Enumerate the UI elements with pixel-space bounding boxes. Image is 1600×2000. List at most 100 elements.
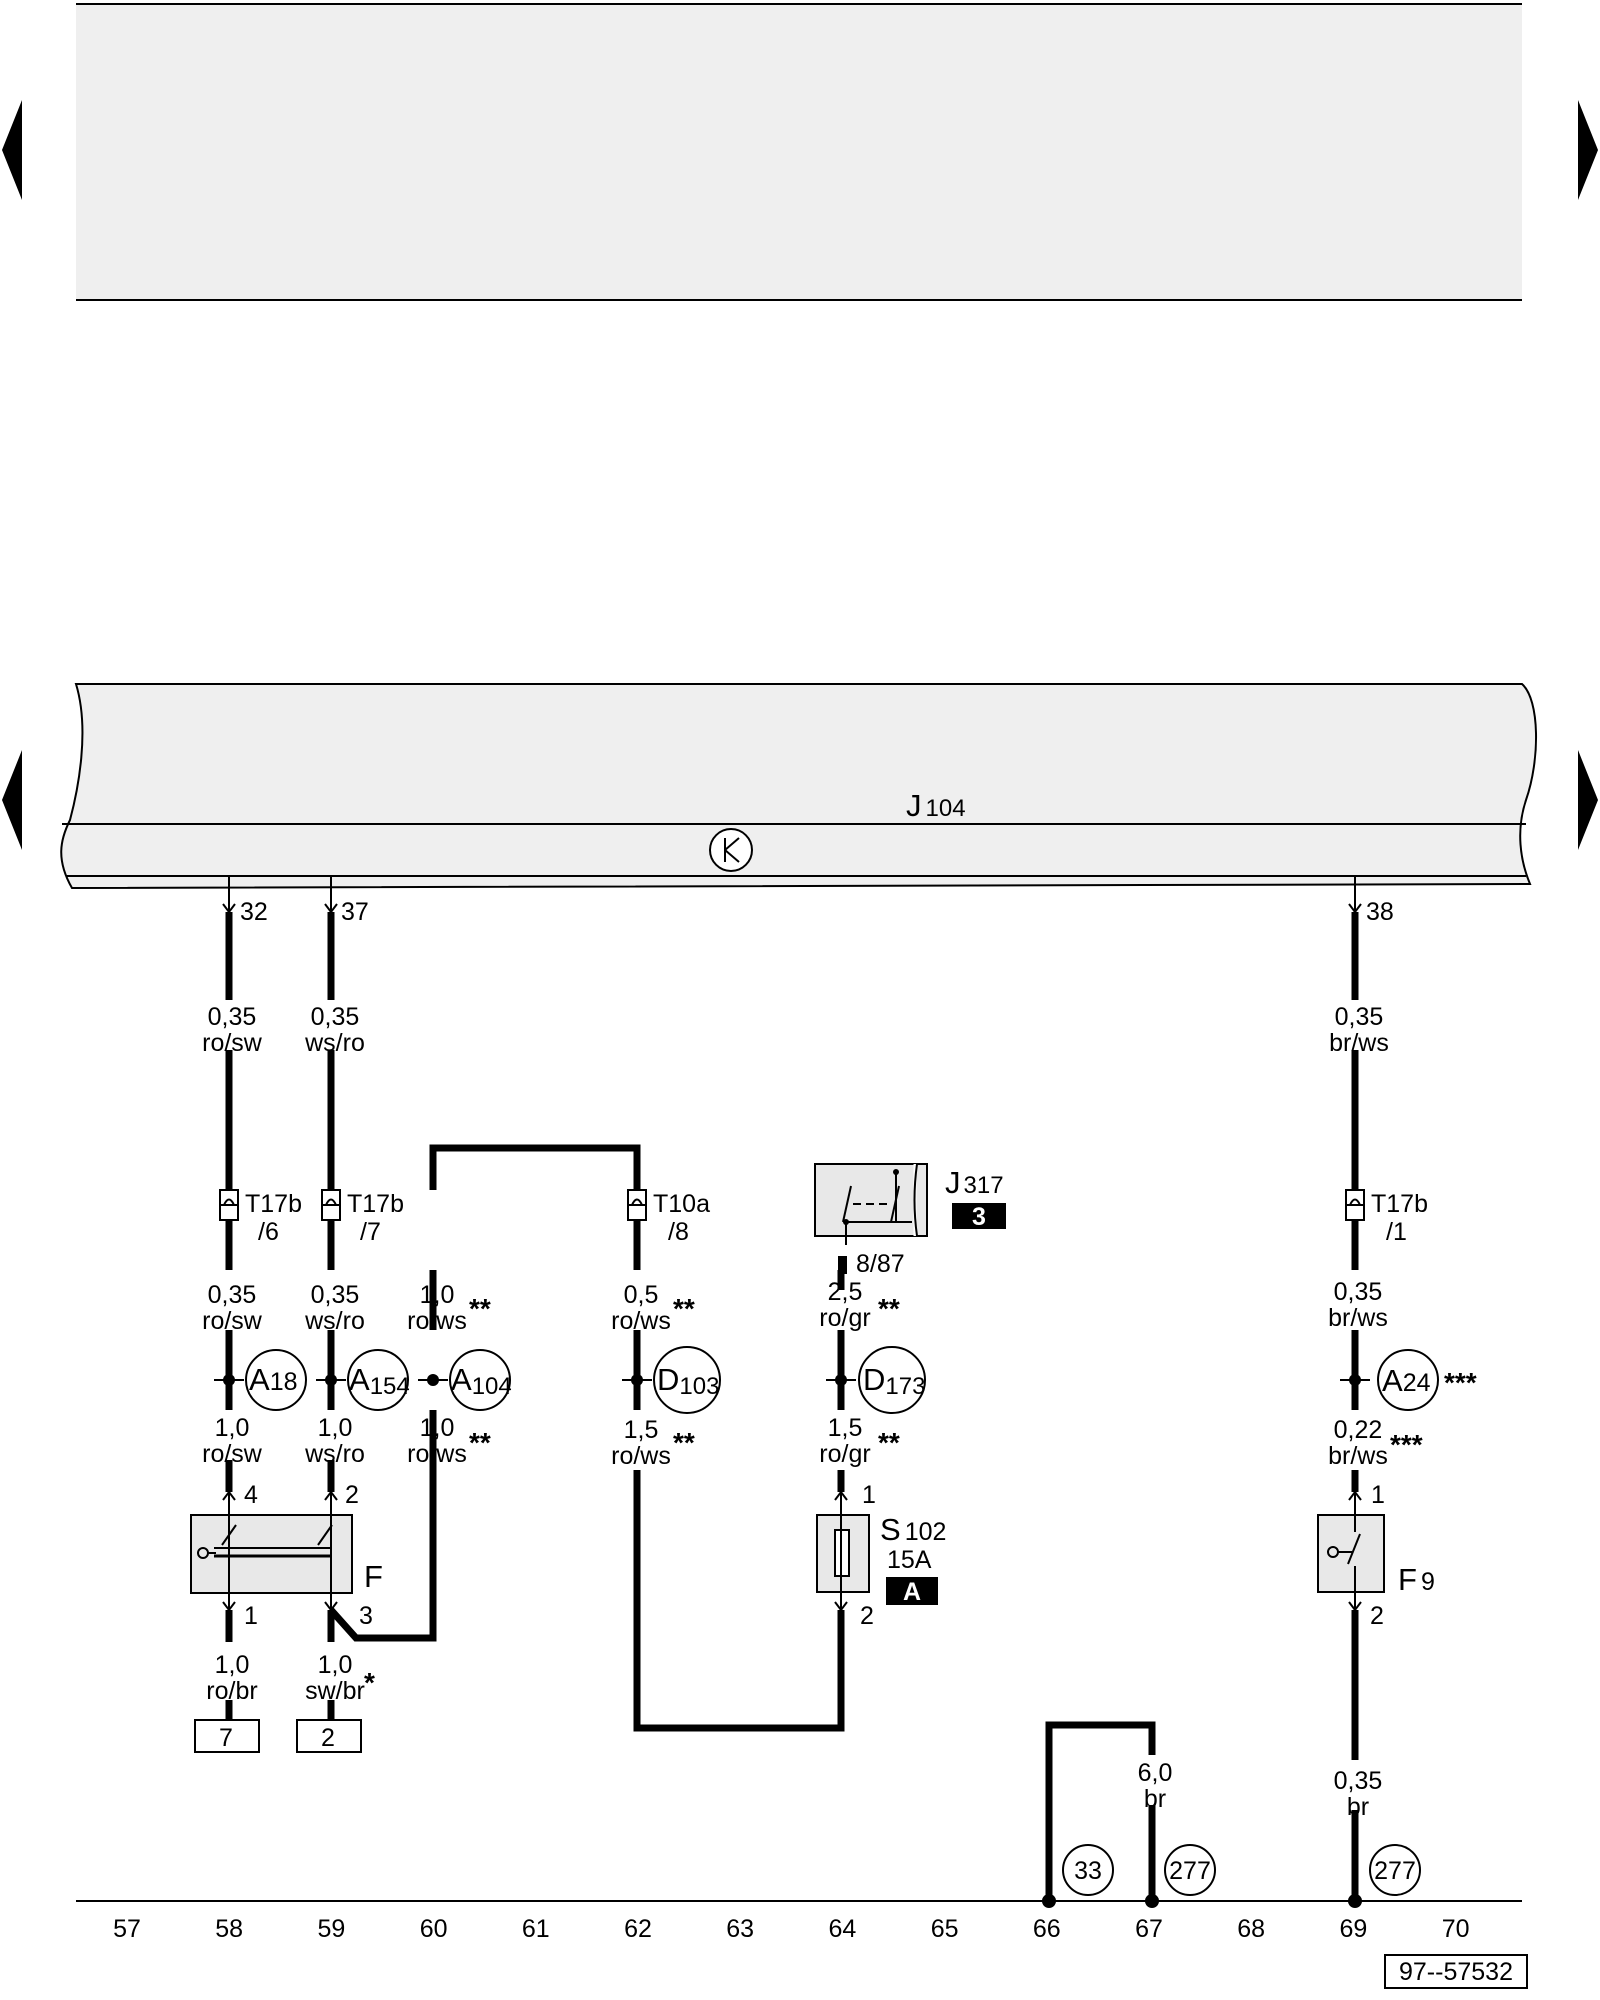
splice-note: *** [1444,1367,1477,1398]
column-number: 58 [215,1915,243,1943]
reference-box[interactable] [194,1719,260,1753]
wire-size: 0,35 [1334,1278,1383,1306]
wire-size: 0,22 [1334,1416,1383,1444]
svg-text:D173: D173 [863,1362,925,1400]
splice-letter: D [863,1362,885,1397]
fuse-badge [886,1577,938,1605]
wire-color: ws/ro [304,1307,365,1335]
wire-color: br/ws [1328,1442,1388,1470]
top-panel [76,3,1522,301]
wire-note: ** [469,1293,491,1324]
pin-label: 38 [1366,898,1394,926]
wire-color: ro/sw [202,1029,263,1057]
wire-color: ro/gr [819,1440,870,1468]
relay-sub: 317 [964,1172,1004,1199]
pin-label: 37 [341,898,369,926]
wire-color: sw/br [305,1677,365,1705]
wire-size: 0,35 [311,1003,360,1031]
wire-color: ro/ws [407,1440,467,1468]
transistor-icon [709,828,753,872]
wire-color: br [1347,1793,1369,1821]
fuse-name: S [880,1512,901,1547]
svg-text:A24: A24 [1382,1363,1431,1398]
column-number: 62 [624,1915,652,1943]
reference-box[interactable] [296,1719,362,1753]
wire-size: 1,5 [828,1414,863,1442]
wire-note: *** [1390,1429,1423,1460]
wire-size: 0,5 [624,1281,659,1309]
connector-name: T17b [1371,1190,1428,1218]
connector-name: T17b [347,1190,404,1218]
wires [225,912,1359,1901]
pin-label: 1 [244,1602,258,1630]
wire-color: ro/ws [407,1307,467,1335]
wire-size: 6,0 [1138,1759,1173,1787]
wire-note: ** [673,1427,695,1458]
connector-icon [627,1189,647,1221]
splices [214,1346,1439,1414]
page-forward-arrow-icon[interactable] [1578,750,1598,850]
wire-size: 0,35 [1334,1767,1383,1795]
reference-box-number: 7 [219,1724,233,1752]
splice-circle [858,1346,926,1414]
relay-j317 [814,1163,928,1274]
reference-box-number: 2 [321,1724,335,1752]
pin-label: 4 [244,1481,258,1509]
wire-color: ws/ro [304,1440,365,1468]
pin-label: 1 [862,1481,876,1509]
wire-color: ro/sw [202,1307,263,1335]
connector-pin: /6 [258,1218,279,1246]
switch-f9-name: F [1398,1562,1417,1597]
wire-color: ro/ws [611,1442,671,1470]
column-number: 70 [1442,1915,1470,1943]
diagram-id: 97--57532 [1399,1958,1513,1986]
wire-color: ws/ro [304,1029,365,1057]
svg-text:A154: A154 [349,1362,410,1400]
svg-text:D103: D103 [657,1362,719,1400]
plug-connectors [219,1189,1365,1221]
connector-pin: /8 [668,1218,689,1246]
wire-size: 2,5 [828,1278,863,1306]
column-number: 61 [522,1915,550,1943]
wire-note: ** [878,1293,900,1324]
wire-color: br [1144,1785,1166,1813]
wire-size: 1,0 [420,1281,455,1309]
pin-label: 3 [359,1602,373,1630]
connector-icon [1345,1189,1365,1221]
column-number: 63 [726,1915,754,1943]
page-back-arrow-icon[interactable] [2,100,22,200]
wire-size: 0,35 [208,1281,257,1309]
wire-note: ** [673,1293,695,1324]
pin-label: 2 [1370,1602,1384,1630]
j104-name: J [906,788,922,823]
splice-letter: A [249,1362,270,1397]
splice-number: 173 [885,1373,925,1400]
pin-label: 1 [1371,1481,1385,1509]
ground-circle [1369,1844,1421,1896]
wire-size: 1,0 [215,1651,250,1679]
splice-circle [1377,1349,1439,1411]
page-back-arrow-icon[interactable] [2,750,22,850]
column-number: 68 [1237,1915,1265,1943]
wire-size: 1,0 [215,1414,250,1442]
wire-note: * [364,1667,375,1698]
column-number: 57 [113,1915,141,1943]
splice-number: 154 [370,1373,410,1400]
column-number: 60 [420,1915,448,1943]
fuse-badge-text: A [903,1578,921,1606]
wire-size: 0,35 [208,1003,257,1031]
connector-name: T17b [245,1190,302,1218]
splice-circle [653,1346,721,1414]
wire-color: ro/ws [611,1307,671,1335]
ground-circle [1062,1844,1114,1896]
j104-pin-stubs [222,876,1362,914]
ground-label: 33 [1074,1857,1102,1885]
connector-pin: /7 [360,1218,381,1246]
page-forward-arrow-icon[interactable] [1578,100,1598,200]
connector-icon [219,1189,239,1221]
wire-note: ** [469,1427,491,1458]
